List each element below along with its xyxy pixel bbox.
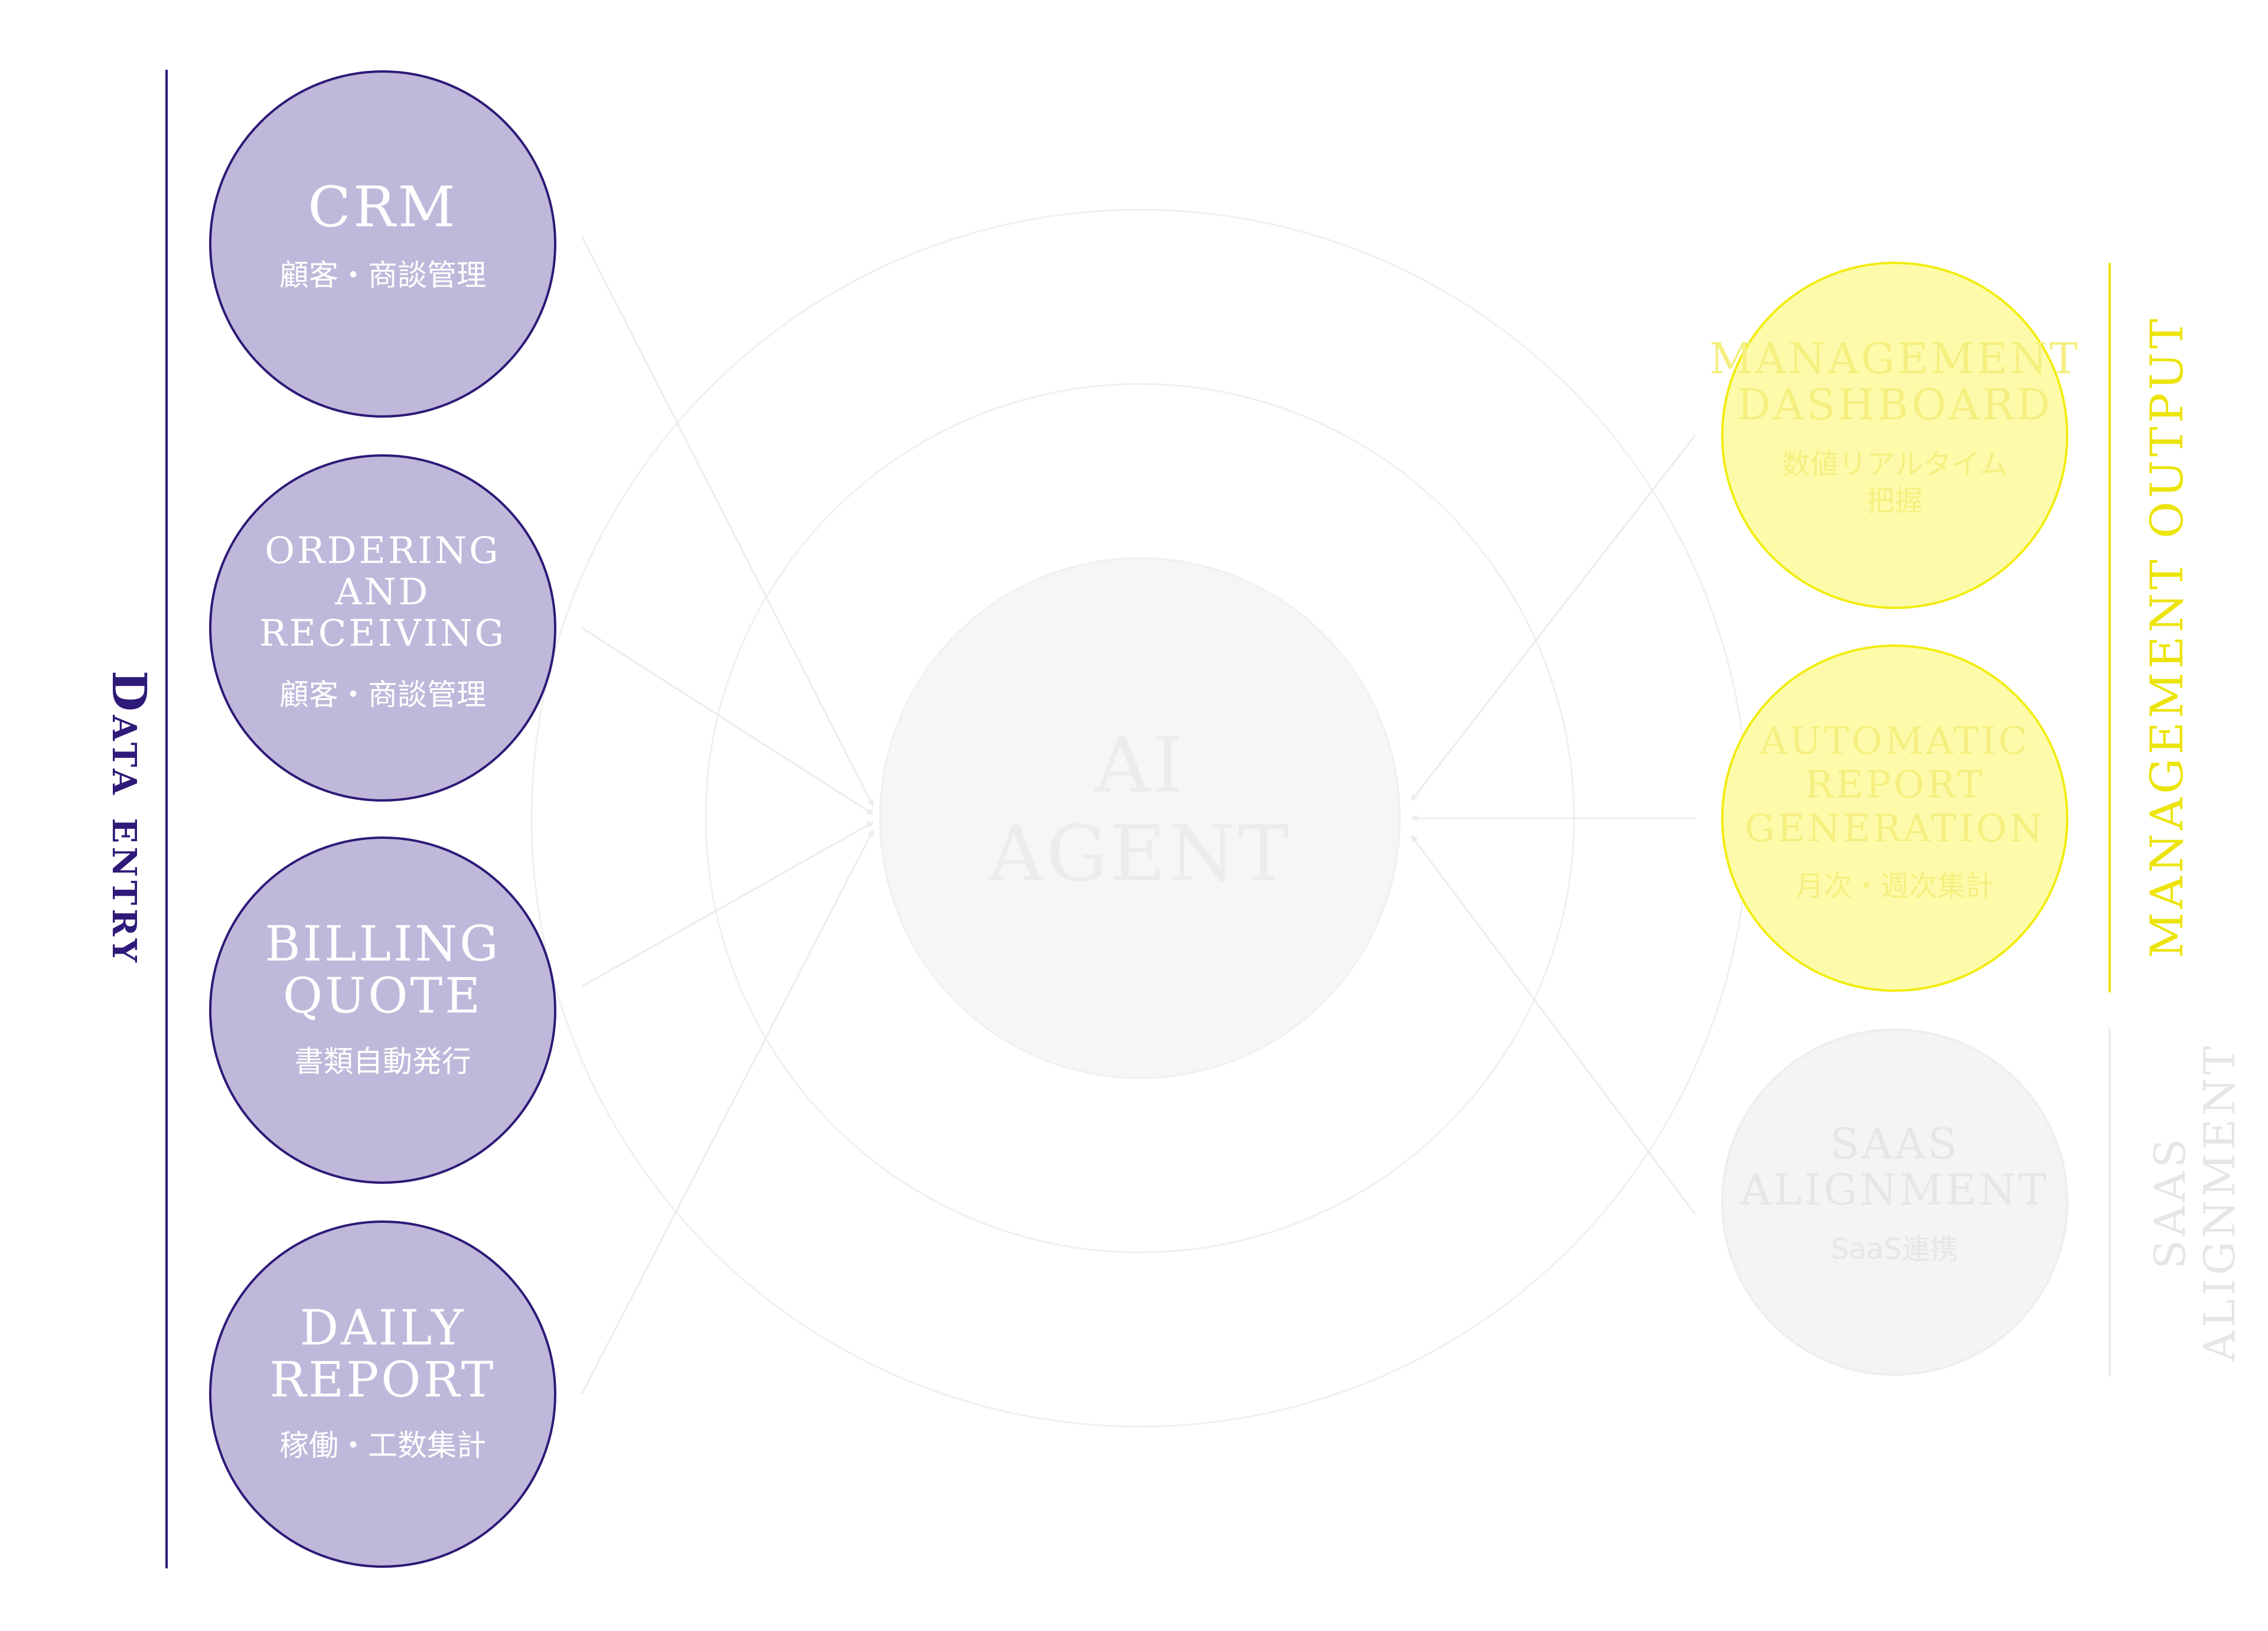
input-node-1: CRM 顧客・商談管理 — [209, 70, 556, 418]
data-entry-label: Data entry — [102, 670, 157, 966]
management-output-label: MANAGEMENT OUTPUT — [2140, 315, 2193, 959]
output-node-subtitle: 数値リアルタイム — [1782, 448, 2008, 481]
output-node-circle — [1721, 644, 2068, 992]
arrow-input-2 — [581, 627, 874, 815]
output-node-circle — [1721, 262, 2068, 609]
input-node-subtitle: 顧客・商談管理 — [279, 678, 486, 712]
data-entry-label-group: Data entry — [102, 670, 157, 966]
arrow-input-3 — [581, 821, 874, 988]
output-node-subtitle: 月次・週次集計 — [1795, 870, 1994, 903]
input-node-title-line: AND — [335, 570, 431, 613]
output-node-title-line: REPORT — [1805, 763, 1984, 807]
input-node-title-line: REPORT — [270, 1352, 496, 1408]
output-node-subtitle: SaaS連携 — [1831, 1233, 1959, 1266]
output-node-title-line: AUTOMATIC — [1759, 720, 2030, 763]
input-node-title-line: QUOTE — [283, 968, 483, 1024]
input-node-title-line: RECEIVING — [259, 611, 506, 655]
center-title-line: AGENT — [988, 809, 1291, 898]
input-node-subtitle: 書類自動発行 — [294, 1044, 471, 1079]
input-node-circle — [209, 836, 556, 1184]
output-node-title-line: MANAGEMENT — [1709, 334, 2080, 383]
saas-alignment-label: SAAS — [2145, 1135, 2195, 1269]
output-node-subtitle: 把握 — [1866, 484, 1923, 517]
input-node-title-line: CRM — [308, 175, 458, 240]
input-node-circle — [209, 1220, 556, 1568]
saas-alignment-label: ALIGNMENT — [2195, 1043, 2244, 1362]
input-node-title-line: DAILY — [300, 1300, 466, 1356]
output-node-title-line: GENERATION — [1745, 807, 2045, 851]
input-node-circle — [209, 454, 556, 802]
output-node-title-line: SAAS — [1830, 1119, 1960, 1168]
output-node-title-line: DASHBOARD — [1736, 380, 2052, 429]
arrow-output-3 — [1410, 835, 1696, 1215]
arrow-input-1 — [581, 236, 874, 807]
output-node-circle — [1721, 1028, 2068, 1376]
center-title-line: AI — [1094, 720, 1185, 810]
input-node-subtitle: 顧客・商談管理 — [279, 258, 486, 292]
center-circle — [879, 557, 1401, 1079]
arrow-input-4 — [581, 829, 874, 1395]
output-node-title-line: ALIGNMENT — [1740, 1165, 2049, 1215]
input-node-circle — [209, 70, 556, 418]
input-node-title-line: BILLING — [265, 916, 500, 972]
arrow-output-1 — [1410, 435, 1696, 802]
input-node-subtitle: 稼働・工数集計 — [279, 1428, 486, 1463]
input-node-title-line: ORDERING — [265, 529, 500, 572]
management-output-label-group: MANAGEMENT OUTPUT — [2140, 315, 2193, 959]
